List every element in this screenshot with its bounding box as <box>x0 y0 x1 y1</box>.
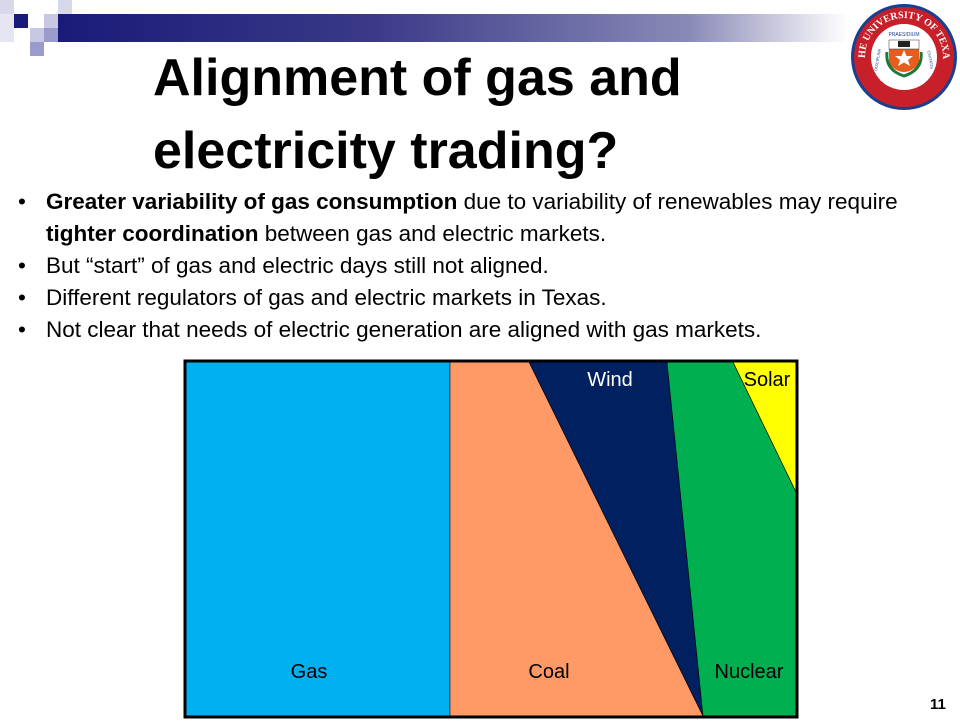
decor-square <box>44 28 58 42</box>
bullet-item: But “start” of gas and electric days sti… <box>18 250 938 282</box>
label-wind: Wind <box>587 369 633 391</box>
text: But “start” of gas and electric days sti… <box>46 253 549 278</box>
chart-frame <box>183 359 799 719</box>
decor-square <box>58 0 72 14</box>
decor-square <box>14 14 28 28</box>
bullet-item: Not clear that needs of electric generat… <box>18 314 938 346</box>
label-coal: Coal <box>528 661 569 683</box>
decor-square <box>30 28 44 42</box>
segment-gas <box>186 362 450 716</box>
decor-square <box>30 42 44 56</box>
title-line-1: Alignment of gas and <box>153 49 682 107</box>
text: Different regulators of gas and electric… <box>46 285 607 310</box>
text: Not clear that needs of electric generat… <box>46 317 762 342</box>
label-solar: Solar <box>744 369 791 391</box>
decor-square <box>0 0 14 14</box>
decor-square <box>44 14 58 28</box>
generation-mix-chart: Wind Solar Gas Coal Nuclear <box>183 359 799 719</box>
decor-square <box>0 14 14 42</box>
svg-text:PRAESIDIUM: PRAESIDIUM <box>888 32 919 38</box>
label-nuclear: Nuclear <box>715 661 784 683</box>
svg-text:DISCIPLINA: DISCIPLINA <box>873 48 882 71</box>
ut-austin-seal-logo: THE UNIVERSITY OF TEXAS AT AUSTIN PRAESI… <box>849 2 957 110</box>
bullet-list: Greater variability of gas consumption d… <box>18 186 938 346</box>
slide-title: Alignment of gas and electricity trading… <box>153 42 682 188</box>
page-number: 11 <box>930 696 946 713</box>
bullet-item: Greater variability of gas consumption d… <box>18 186 938 250</box>
bold-text: tighter coordination <box>46 221 259 246</box>
bullet-item: Different regulators of gas and electric… <box>18 282 938 314</box>
header-gradient-bar <box>58 14 848 42</box>
text: due to variability of renewables may req… <box>457 189 898 214</box>
text: between gas and electric markets. <box>258 221 607 246</box>
title-line-2: electricity trading? <box>153 122 619 180</box>
label-gas: Gas <box>291 661 328 683</box>
svg-text:CIVITATIS: CIVITATIS <box>926 50 934 69</box>
bold-text: Greater variability of gas consumption <box>46 189 458 214</box>
